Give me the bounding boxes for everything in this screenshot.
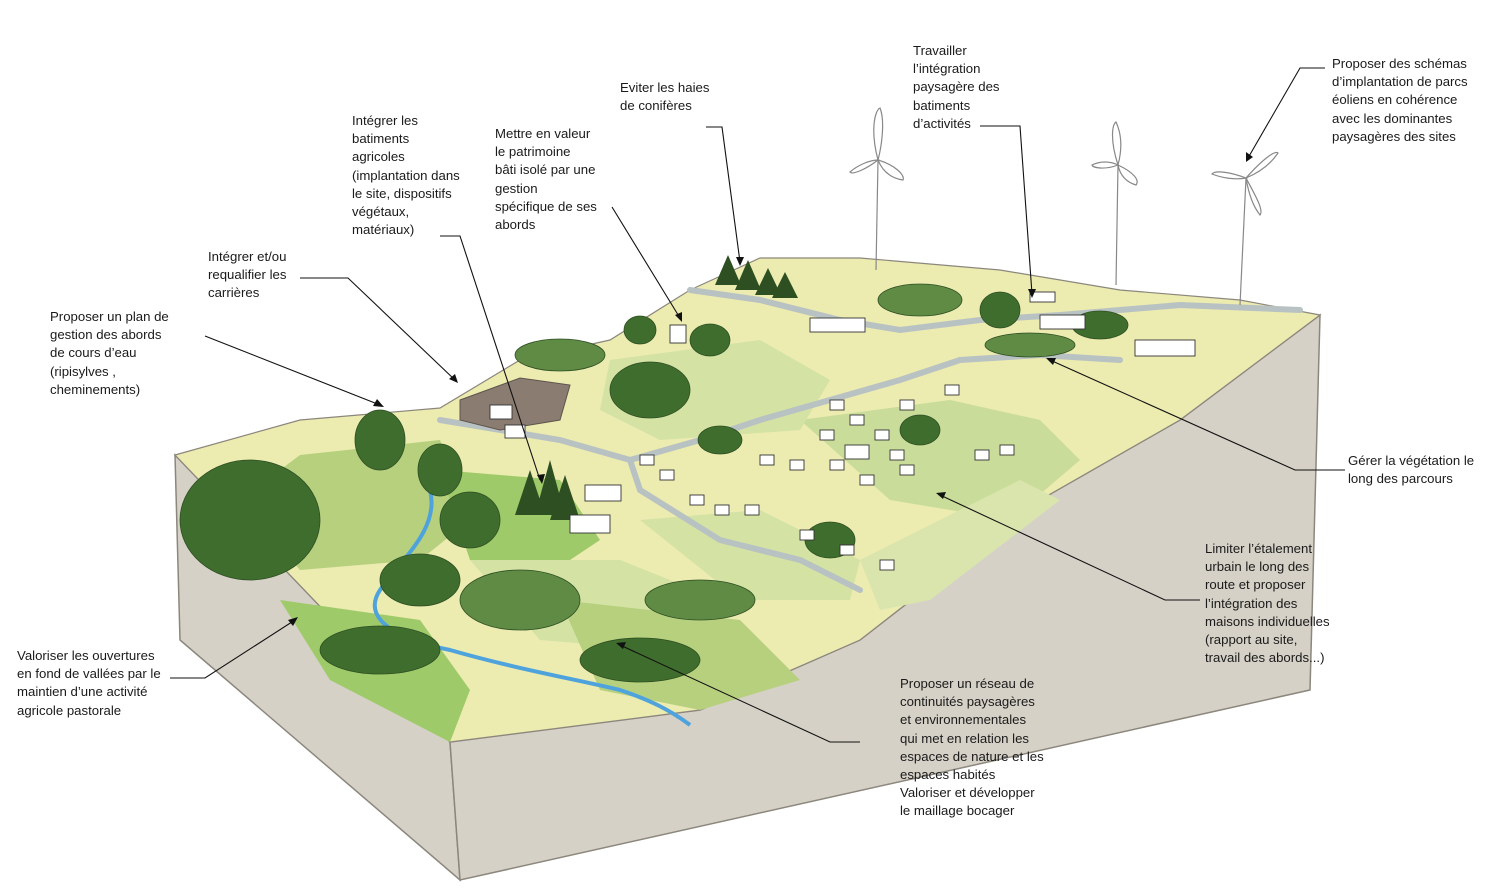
- label-line: Intégrer les: [352, 113, 418, 128]
- label-line: bâti isolé par une: [495, 162, 596, 178]
- label-line: gestion: [495, 180, 538, 196]
- label-line: continuités paysagères: [900, 694, 1035, 710]
- label-line: paysagère des: [913, 79, 1000, 95]
- label-line: Valoriser les ouvertures: [17, 648, 155, 663]
- label-line: abords: [495, 217, 536, 233]
- leader-arrowheads: [288, 152, 1253, 649]
- label-line: Limiter l’étalement: [1205, 541, 1313, 556]
- label-line: de cours d’eau: [50, 345, 137, 361]
- label-line: avec les dominantes: [1332, 110, 1453, 126]
- label-line: batiments: [352, 131, 410, 147]
- label-urban-sprawl: Limiter l’étalement urbain le long des r…: [1205, 540, 1330, 667]
- label-riverbanks: Proposer un plan de gestion des abords d…: [50, 308, 169, 399]
- label-line: maintien d’une activité: [17, 684, 148, 700]
- label-line: végétaux,: [352, 204, 410, 220]
- label-line: (implantation dans: [352, 167, 460, 183]
- wind-turbines: [849, 107, 1279, 306]
- label-line: agricole pastorale: [17, 702, 122, 718]
- buildings: [489, 291, 1196, 571]
- label-line: espaces habités: [900, 767, 996, 783]
- label-line: gestion des abords: [50, 327, 162, 343]
- label-line: Valoriser et développer: [900, 785, 1035, 801]
- label-line: agricoles: [352, 149, 405, 165]
- label-line: maisons individuelles: [1205, 613, 1330, 629]
- label-line: paysagères des sites: [1332, 128, 1456, 144]
- label-line: le site, dispositifs: [352, 185, 452, 201]
- label-line: Proposer un réseau de: [900, 676, 1035, 691]
- label-line: le patrimoine: [495, 144, 571, 160]
- label-activity-buildings: Travailler l’intégration paysagère des b…: [913, 42, 1000, 133]
- tree-clusters: [179, 283, 1129, 683]
- label-valleys: Valoriser les ouvertures en fond de vall…: [17, 647, 161, 720]
- label-conifers: Eviter les haies de conifères: [620, 79, 709, 115]
- label-line: urbain le long des: [1205, 559, 1310, 575]
- label-line: de conifères: [620, 98, 692, 114]
- label-line: batiments: [913, 97, 971, 113]
- label-line: Mettre en valeur: [495, 126, 591, 141]
- label-line: espaces de nature et les: [900, 748, 1044, 764]
- label-line: (rapport au site,: [1205, 632, 1298, 648]
- label-line: Gérer la végétation le: [1348, 453, 1475, 468]
- label-line: cheminements): [50, 381, 141, 397]
- label-line: en fond de vallées par le: [17, 666, 161, 682]
- label-line: matériaux): [352, 222, 415, 238]
- label-line: Eviter les haies: [620, 80, 710, 95]
- label-line: Travailler: [913, 43, 967, 58]
- label-line: d’activités: [913, 115, 971, 131]
- label-line: qui met en relation les: [900, 730, 1030, 746]
- label-line: et environnementales: [900, 712, 1027, 728]
- label-route-vegetation: Gérer la végétation le long des parcours: [1348, 452, 1474, 488]
- label-line: le maillage bocager: [900, 803, 1015, 819]
- block-top-surface: [173, 257, 1322, 743]
- label-line: d’implantation de parcs: [1332, 74, 1468, 90]
- label-line: (ripisylves ,: [50, 363, 116, 379]
- label-farm-buildings: Intégrer les batiments agricoles (implan…: [352, 112, 460, 239]
- label-line: l’intégration des: [1205, 595, 1298, 611]
- label-wind-farms: Proposer des schémas d’implantation de p…: [1332, 55, 1468, 146]
- label-line: Intégrer et/ou: [208, 249, 287, 264]
- label-network: Proposer un réseau de continuités paysag…: [900, 675, 1044, 821]
- label-line: carrières: [208, 285, 260, 301]
- label-line: Proposer des schémas: [1332, 56, 1467, 71]
- label-line: requalifier les: [208, 267, 287, 283]
- label-line: l’intégration: [913, 61, 981, 77]
- label-quarries: Intégrer et/ou requalifier les carrières: [208, 248, 286, 303]
- label-heritage: Mettre en valeur le patrimoine bâti isol…: [495, 125, 597, 234]
- label-line: Proposer un plan de: [50, 309, 169, 324]
- label-line: éoliens en cohérence: [1332, 92, 1458, 108]
- label-line: long des parcours: [1348, 471, 1453, 487]
- label-line: travail des abords...): [1205, 650, 1325, 666]
- conifer-hedges: [515, 255, 798, 520]
- label-line: route et proposer: [1205, 577, 1306, 593]
- leader-lines: [170, 67, 1345, 743]
- label-line: spécifique de ses: [495, 198, 597, 214]
